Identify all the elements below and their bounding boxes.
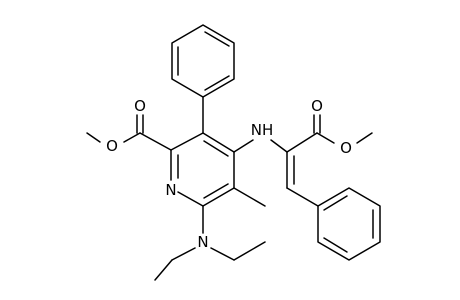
bond-c5-methyl [233,187,266,207]
bond-namine-ethyl-left [171,247,196,261]
bond-vinyl-carbonyl [286,132,318,153]
right-phenyl-inner-3 [323,237,348,253]
bond-c3-c4 [202,132,235,153]
atom-o-single-left: O [106,137,118,155]
bond-o-methyl-left [86,132,101,143]
bond-nh-vinyl [270,139,288,153]
atom-pyridine-n: N [165,181,176,199]
bond-c6-n1 [177,191,204,207]
right-phenyl-ring [317,187,381,261]
bond-ethyl-left-ch3 [154,259,173,281]
bond-c5-c6-inner [203,183,229,199]
atom-o-carbonyl-left: O [134,97,146,115]
bond-c2-c3 [170,132,204,151]
top-phenyl-inner-1 [204,75,230,91]
atom-labels: O O O O NH N N [106,97,352,251]
bonds [86,24,381,281]
atom-diethylamino-n: N [197,233,208,251]
bond-carbonyl-o-single-right [316,132,335,144]
top-phenyl-inner-2 [204,31,230,47]
bond-ethyl-right-ch3 [233,241,266,261]
right-phenyl-inner-1 [323,195,348,211]
atom-o-carbonyl-right: O [311,97,323,115]
top-phenyl-ring [171,24,235,98]
atom-o-single-right: O [340,139,352,157]
bond-c3-c4-inner [203,140,229,157]
bond-carbonyl-o-single [123,132,141,143]
bond-o-methyl-right [356,132,373,144]
atom-amine-nh: NH [251,121,274,139]
bond-namine-ethyl-right [210,247,235,261]
bond-c5-c6 [202,187,235,207]
bond-c2-carbonyl [139,132,172,151]
bond-c4-nh [233,139,254,153]
bond-ch-phenyl [286,187,319,207]
